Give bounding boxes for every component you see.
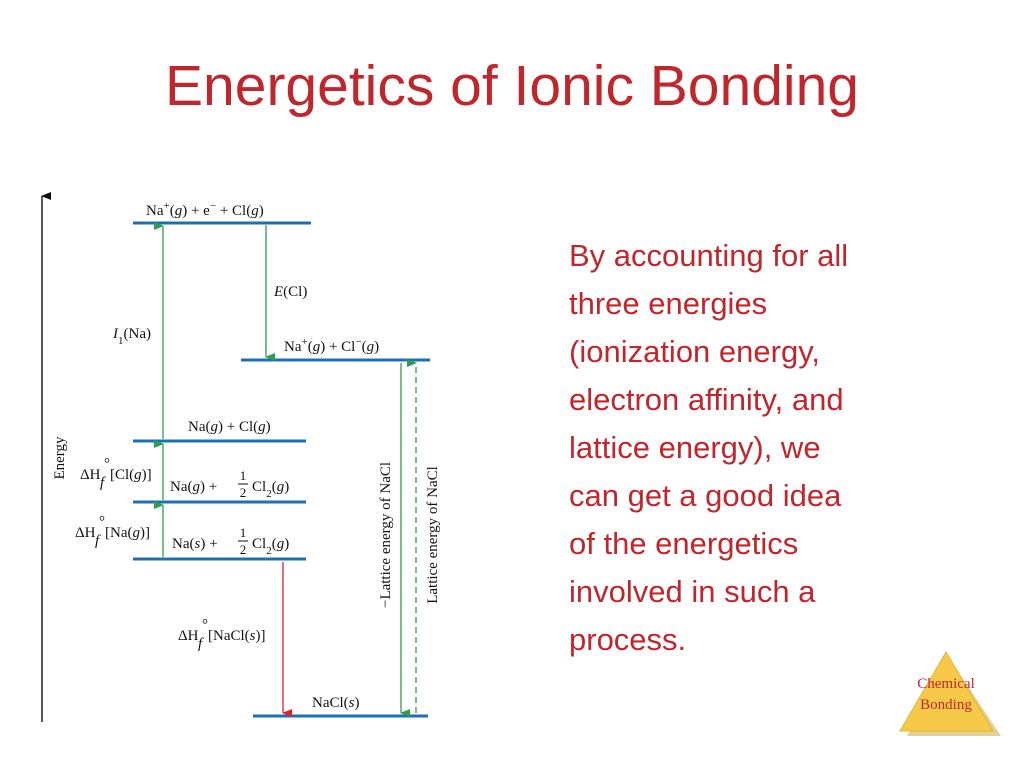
badge-triangle-icon (899, 651, 994, 732)
label-na-s-half-cl2: Na(s) + (172, 536, 218, 552)
label-dhf-na-species: [Na(g)] (105, 525, 150, 541)
body-text: By accounting for all three energies (io… (569, 232, 949, 664)
degree-symbol: ° (99, 514, 105, 530)
body-line: process. (569, 622, 687, 657)
label-neg-lattice: −Lattice energy of NaCl (378, 462, 394, 608)
body-line: lattice energy), we (569, 430, 821, 465)
chemical-bonding-badge: Chemical Bonding (899, 651, 1001, 736)
subscript-f: f (100, 475, 106, 491)
label-dhf-cl: ΔH (80, 467, 101, 483)
label-na-ion-e-cl: Na+(g) + e− + Cl(g) (146, 200, 264, 219)
label-cl2-gas: Cl2(g) (252, 479, 289, 500)
subscript-f: f (95, 533, 101, 549)
label-ionization: I1(Na) (112, 326, 151, 347)
body-line: electron affinity, and (569, 382, 844, 417)
label-dhf-cl-species: [Cl(g)] (110, 467, 152, 483)
fraction-denominator: 2 (240, 485, 247, 500)
fraction-numerator: 1 (240, 525, 247, 540)
label-lattice: Lattice energy of NaCl (425, 466, 441, 604)
label-na-g-half-cl2: Na(g) + (170, 479, 217, 495)
label-dhf-nacl: ΔH (178, 628, 199, 644)
body-line: can get a good idea (569, 478, 842, 513)
fraction-denominator: 2 (240, 542, 247, 557)
energy-axis-label: Energy (52, 436, 68, 480)
badge-line-2: Bonding (920, 697, 972, 713)
slide-title: Energetics of Ionic Bonding (165, 54, 859, 118)
body-line: (ionization energy, (569, 334, 821, 369)
degree-symbol: ° (104, 456, 110, 472)
label-dhf-na: ΔH (75, 525, 96, 541)
body-line: involved in such a (569, 574, 816, 609)
label-na-cl-gas: Na(g) + Cl(g) (188, 419, 271, 435)
body-line: By accounting for all (569, 238, 849, 273)
body-line: of the energetics (569, 526, 799, 561)
label-dhf-nacl-species: [NaCl(s)] (208, 628, 266, 644)
label-cl2-gas: Cl2(g) (252, 536, 289, 557)
label-nacl-s: NaCl(s) (312, 695, 360, 711)
fraction-numerator: 1 (240, 468, 247, 483)
body-line: three energies (569, 286, 768, 321)
label-electron-affinity: E(Cl) (273, 284, 307, 300)
degree-symbol: ° (202, 617, 208, 633)
subscript-f: f (198, 636, 204, 652)
label-na-ion-cl-ion: Na+(g) + Cl−(g) (284, 336, 379, 355)
badge-line-1: Chemical (917, 676, 974, 692)
